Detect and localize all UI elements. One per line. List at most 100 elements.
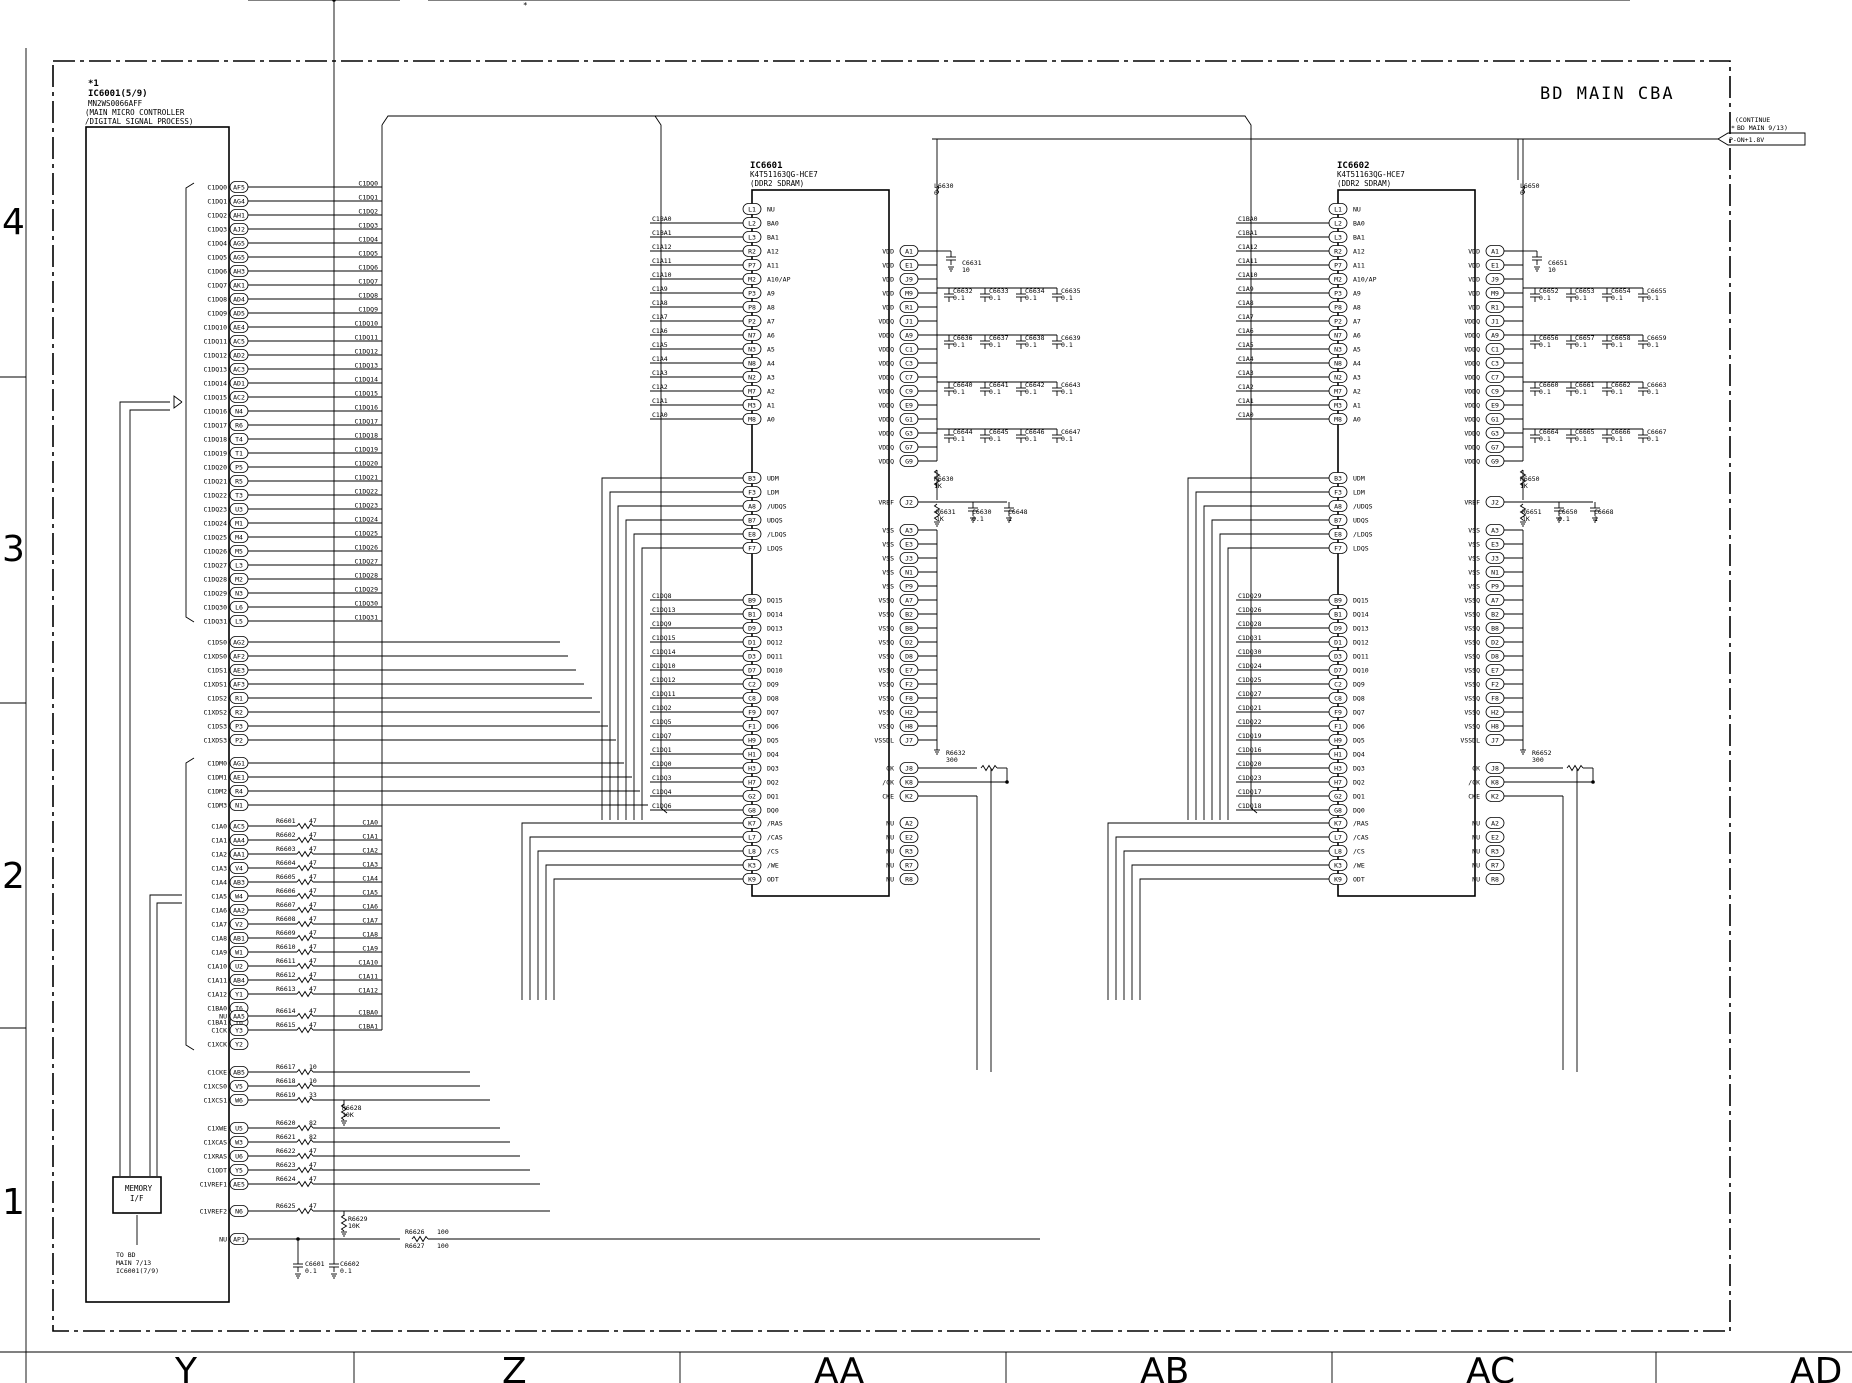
ic6602-cap-ref: C6665 — [1575, 428, 1595, 436]
resistor-symbol — [296, 836, 314, 844]
row-label-4: 4 — [2, 202, 25, 243]
addr-net-label: C1A10 — [358, 959, 378, 967]
resistor-symbol — [933, 503, 941, 521]
ic6001-pin-number: M2 — [235, 576, 243, 584]
resistor-symbol — [296, 1082, 314, 1090]
ic6001-pin-number: AG2 — [233, 639, 245, 647]
ic6001-pin-number: AG5 — [233, 240, 245, 248]
resistor-symbol — [296, 934, 314, 942]
ic6001-pin-name: C1DS1 — [207, 667, 227, 675]
arrow-head — [173, 395, 183, 409]
resistor-symbol — [296, 1152, 314, 1160]
ic6601-right-pin-number: H2 — [905, 709, 913, 717]
ic6601-right-pin-name: CKE — [882, 793, 894, 801]
ic6001-pin-number: U3 — [235, 506, 243, 514]
ic6601-dq-net: C1DQ9 — [652, 620, 672, 628]
ic6602-left-pin-number: G2 — [1334, 793, 1342, 801]
ic6602-dq-net: C1DQ22 — [1238, 718, 1262, 726]
ic6601-cap-ref: C6638 — [1025, 334, 1045, 342]
ic6602-right-pin-number-pad — [1485, 859, 1505, 871]
addr-resistor-val: 47 — [309, 971, 317, 979]
addr-resistor-ref: R6609 — [276, 929, 296, 937]
ic6601-right-pin-number: C7 — [905, 374, 913, 382]
ic6602-cap-val: 0.1 — [1611, 341, 1623, 349]
ic6602-left-pin-name: DQ1 — [1353, 793, 1365, 801]
bus-route — [381, 115, 668, 814]
ic6602-left-pin-name: A5 — [1353, 346, 1361, 354]
ic6601-right-pin-name: NU — [886, 834, 894, 842]
ic6001-pin-number: M5 — [235, 548, 243, 556]
ic6001-pin-number: R4 — [235, 788, 243, 796]
ic6601-right-pin-name: VSSQ — [878, 653, 894, 661]
ic6001-pin-name: C1XCS1 — [204, 1097, 228, 1105]
ic6601-cap-ref: C6646 — [1025, 428, 1045, 436]
dq-net-label: C1DQ2 — [358, 208, 378, 216]
ic6601-right-pin-name: VSS — [882, 555, 894, 563]
addr-resistor-ref: R6613 — [276, 985, 296, 993]
ic6601-cap-val: 0.1 — [1025, 341, 1037, 349]
ic6001-pin-number: V5 — [235, 1083, 243, 1091]
ic6602-right-pin-number: A1 — [1491, 248, 1499, 256]
ic6601-cap-val: 0.1 — [989, 435, 1001, 443]
dq-net-label: C1DQ14 — [355, 376, 379, 384]
ic6602-dq-net: C1DQ21 — [1238, 704, 1262, 712]
wire — [1131, 864, 1329, 1000]
ic6602-left-pin-number: C8 — [1334, 695, 1342, 703]
ic6601-left-pin-name: DQ11 — [767, 653, 783, 661]
ic6601-left-pin-name: DQ9 — [767, 681, 779, 689]
wire — [625, 519, 743, 820]
ic6601-cap-val: 0.1 — [953, 294, 965, 302]
ic6001-pin-name: C1BA1 — [207, 1019, 227, 1027]
addr-resistor-val: 47 — [309, 831, 317, 839]
ic6001-pin-number: AF5 — [233, 184, 245, 192]
junction-dot — [1005, 780, 1009, 784]
ic6602-addr-net: C1A0 — [1238, 411, 1254, 419]
ic6602-left-pin-number: H3 — [1334, 765, 1342, 773]
ic6602-left-pin-number: L8 — [1334, 848, 1342, 856]
addr-resistor-ref: R6604 — [276, 859, 296, 867]
ic6602-right-pin-name: VDDQ — [1464, 430, 1480, 438]
ic6602-addr-net: C1A6 — [1238, 327, 1254, 335]
ic6001-pin-number: U6 — [235, 1153, 243, 1161]
resistor-symbol — [296, 1124, 314, 1132]
ic6601-cap-val: 0.1 — [989, 341, 1001, 349]
ctrl-resistor-ref: R6623 — [276, 1161, 296, 1169]
ic6602-cap-ref: C6652 — [1539, 287, 1559, 295]
ic6602-cap-ref: C6656 — [1539, 334, 1559, 342]
ic6601-right-pin-number: J2 — [905, 499, 913, 507]
ic6602-right-pin-number: E1 — [1491, 262, 1499, 270]
ic6001-pin-name: C1DQ9 — [207, 310, 227, 318]
ic6602-dq-net: C1DQ19 — [1238, 732, 1262, 740]
ic6601-cap-val: 0.1 — [989, 388, 1001, 396]
ic6602-right-pin-name: VSSQ — [1464, 597, 1480, 605]
addr-net-label: C1A6 — [362, 903, 378, 911]
ic6601-left-pin-name: DQ10 — [767, 667, 783, 675]
ctrl-resistor-ref: R6620 — [276, 1119, 296, 1127]
resistor-symbol — [296, 990, 314, 998]
r6650-val: 1K — [1520, 482, 1528, 490]
dq-net-label: C1DQ10 — [355, 320, 379, 328]
ic6601-dq-net: C1DQ10 — [652, 662, 676, 670]
ic6601-dq-net: C1DQ3 — [652, 774, 672, 782]
ic6602-left-pin-name: DQ0 — [1353, 807, 1365, 815]
ic6602-left-pin-number: M2 — [1334, 276, 1342, 284]
ic6602-right-pin-name: VSS — [1468, 527, 1480, 535]
ic6601-left-pin-number: B7 — [748, 517, 756, 525]
ic6602-left-pin-number: N7 — [1334, 332, 1342, 340]
ic6602-right-pin-name: VDDQ — [1464, 374, 1480, 382]
ic6602-right-pin-number: E7 — [1491, 667, 1499, 675]
ic6601-left-pin-name: A5 — [767, 346, 775, 354]
ic6001-pin-number: L6 — [235, 604, 243, 612]
arrow-wire — [149, 894, 182, 1176]
ic6601-cap-ref: C6639 — [1061, 334, 1081, 342]
ic6001-pin-name: C1VREF1 — [200, 1181, 227, 1189]
ic6602-cap-ref: C6658 — [1611, 334, 1631, 342]
ic6001-pin-number: AC5 — [233, 338, 245, 346]
c6648-val: 1 — [1008, 515, 1012, 523]
ic6602-cap-ref: C6661 — [1575, 381, 1595, 389]
ic6001-pin-name: C1XDS2 — [204, 709, 228, 717]
resistor-symbol — [296, 1166, 314, 1174]
ic6602-addr-net: C1A4 — [1238, 355, 1254, 363]
ic6601-right-pin-name: NU — [886, 848, 894, 856]
ic6601-right-pin-number: R8 — [905, 876, 913, 884]
